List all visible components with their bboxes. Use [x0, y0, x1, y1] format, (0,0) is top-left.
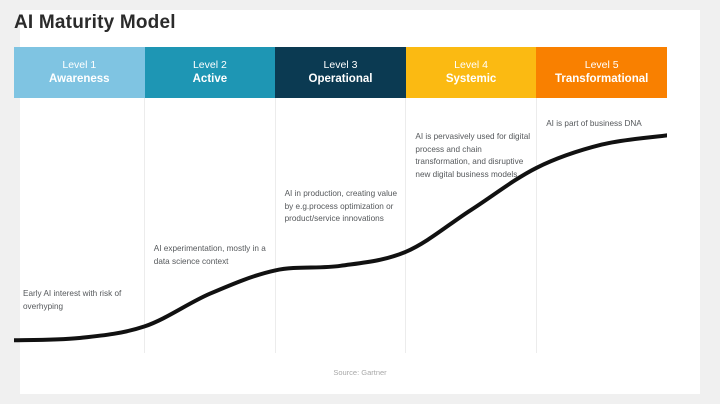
level-band-number: Level 3	[323, 59, 358, 72]
level-column-systemic: AI is pervasively used for digital proce…	[406, 98, 538, 353]
level-note: Early AI interest with risk of overhypin…	[23, 289, 122, 311]
level-column-awareness: Early AI interest with risk of overhypin…	[14, 98, 145, 353]
level-band-awareness[interactable]: Level 1 Awareness	[14, 47, 145, 98]
level-band-systemic[interactable]: Level 4 Systemic	[405, 47, 537, 98]
level-band-name: Transformational	[555, 72, 649, 85]
level-note: AI is pervasively used for digital proce…	[415, 132, 531, 180]
level-band-name: Operational	[308, 72, 373, 85]
level-band-number: Level 4	[454, 59, 488, 72]
level-band-operational[interactable]: Level 3 Operational	[275, 47, 406, 98]
level-band-transformational[interactable]: Level 5 Transformational	[536, 47, 667, 98]
level-note: AI experimentation, mostly in a data sci…	[153, 244, 266, 266]
source-caption: Source: Gartner	[333, 368, 387, 377]
level-band-active[interactable]: Level 2 Active	[144, 47, 276, 98]
level-band-name: Systemic	[445, 72, 497, 85]
level-column-operational: AI in production, creating value by e.g.…	[276, 98, 407, 353]
level-description-columns: Early AI interest with risk of overhypin…	[14, 98, 667, 353]
level-column-transformational: AI is part of business DNA	[537, 98, 667, 353]
level-band-name: Awareness	[49, 72, 110, 85]
level-band-number: Level 1	[62, 59, 97, 72]
page-title: AI Maturity Model	[14, 12, 176, 33]
level-note: AI in production, creating value by e.g.…	[284, 189, 398, 224]
level-band-number: Level 2	[192, 59, 227, 72]
level-column-active: AI experimentation, mostly in a data sci…	[145, 98, 276, 353]
level-band-name: Active	[192, 72, 228, 85]
level-note: AI is part of business DNA	[546, 119, 642, 128]
level-band-number: Level 5	[584, 59, 619, 72]
maturity-level-band: Level 1 Awareness Level 2 Active Level 3…	[14, 47, 667, 98]
